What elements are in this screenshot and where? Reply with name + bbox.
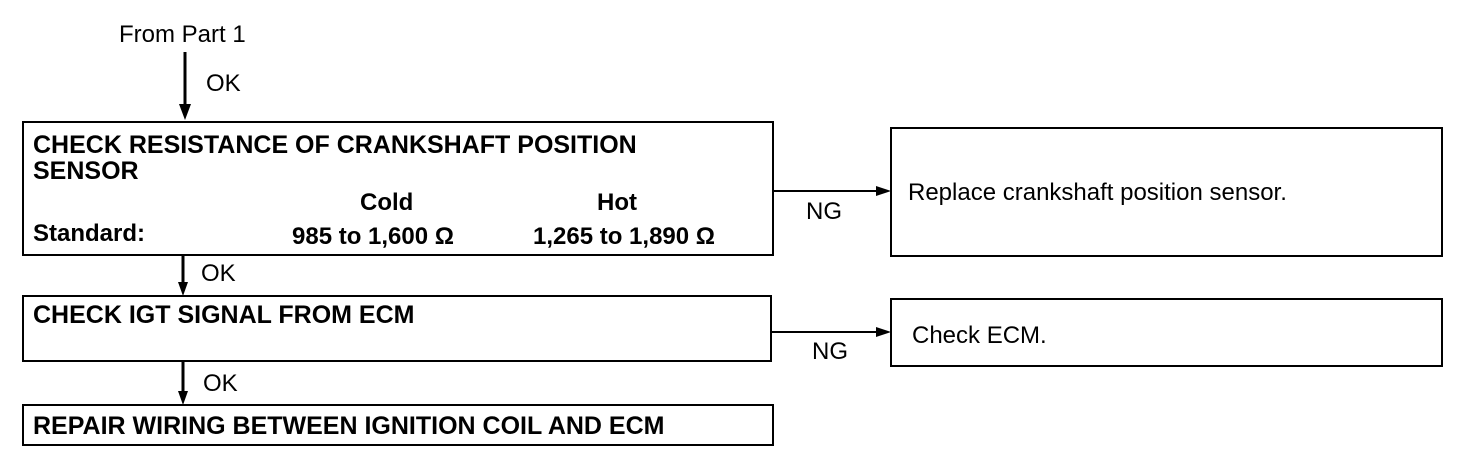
arrowhead-step1-ng [876,186,891,196]
check-ecm-text: Check ECM. [912,322,1047,349]
cold-header: Cold [360,189,414,216]
step3-repair-wiring-box: REPAIR WIRING BETWEEN IGNITION COIL AND … [22,404,774,446]
arrowhead-step2-ok [178,391,188,405]
step1-ng-label: NG [806,198,842,225]
step1-ok-label: OK [201,260,236,287]
step2-ng-label: NG [812,338,848,365]
hot-resistance-value: 1,265 to 1,890 Ω [533,223,716,250]
arrowhead-step2-ng [876,327,891,337]
hot-header: Hot [597,189,637,216]
check-ecm-box: Check ECM. [890,298,1443,367]
step2-check-igt-box: CHECK IGT SIGNAL FROM ECM [22,295,772,362]
arrowhead-step1-ok [178,282,188,296]
step1-check-resistance-box: CHECK RESISTANCE OF CRANKSHAFT POSITION … [22,121,774,256]
step1-title: CHECK RESISTANCE OF CRANKSHAFT POSITION … [33,131,637,185]
step3-title: REPAIR WIRING BETWEEN IGNITION COIL AND … [33,412,665,440]
start-ok-label: OK [206,70,241,97]
replace-sensor-box: Replace crankshaft position sensor. [890,127,1443,257]
from-part-label: From Part 1 [119,21,246,48]
replace-sensor-text: Replace crankshaft position sensor. [908,179,1287,206]
cold-resistance-value: 985 to 1,600 Ω [292,223,454,250]
arrowhead-start [179,104,191,120]
standard-label: Standard: [33,220,146,247]
step2-ok-label: OK [203,370,238,397]
step2-title: CHECK IGT SIGNAL FROM ECM [33,301,415,329]
